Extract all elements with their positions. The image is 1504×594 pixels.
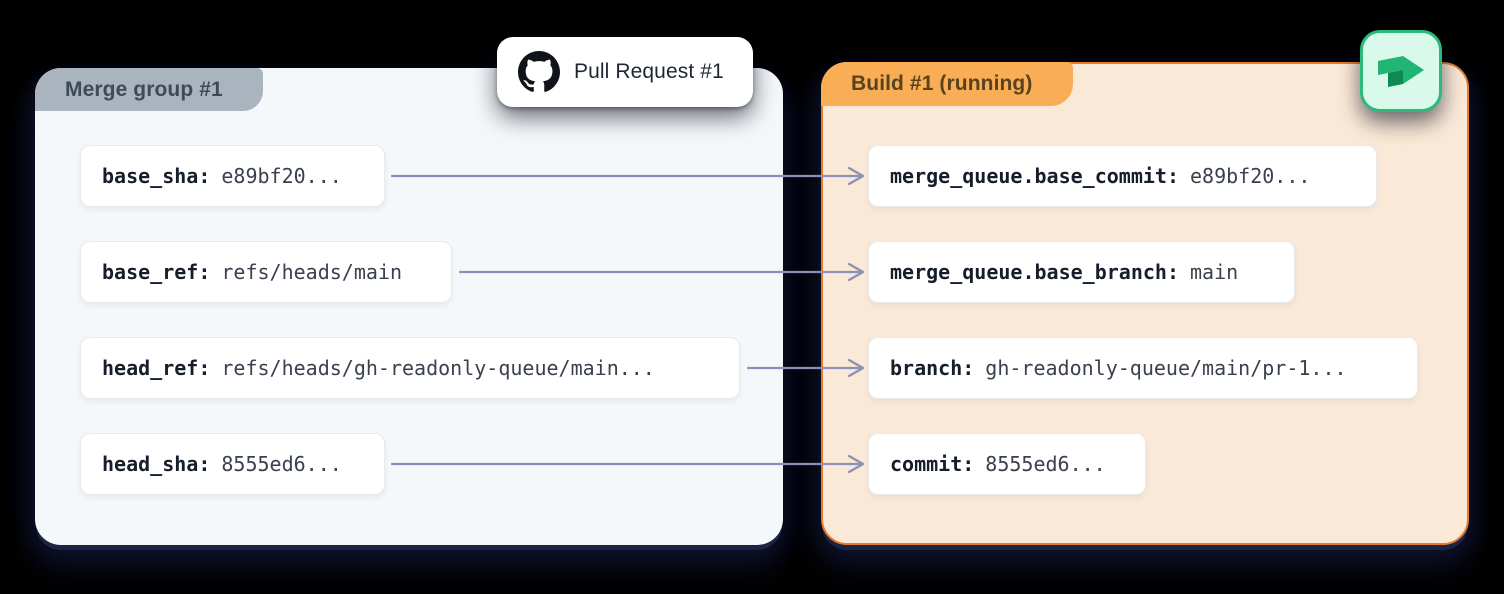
field-label: commit:: [890, 452, 975, 476]
buildkite-tile: [1360, 30, 1442, 112]
field-value: gh-readonly-queue/main/pr-1...: [985, 356, 1347, 380]
field-card-head-ref: head_ref: refs/heads/gh-readonly-queue/m…: [80, 337, 740, 399]
github-icon: [518, 51, 560, 92]
field-label: branch:: [890, 356, 975, 380]
field-value: refs/heads/main: [221, 260, 402, 284]
field-value: e89bf20...: [221, 164, 342, 188]
build-tab: Build #1 (running): [821, 62, 1073, 106]
field-label: base_ref:: [102, 260, 211, 284]
field-label: merge_queue.base_commit:: [890, 164, 1179, 188]
merge-group-title: Merge group #1: [65, 77, 223, 101]
pull-request-label: Pull Request #1: [574, 60, 724, 83]
field-value: 8555ed6...: [985, 452, 1106, 476]
pull-request-card: Pull Request #1: [497, 37, 753, 107]
build-title: Build #1 (running): [851, 72, 1033, 95]
field-card-merge-queue-base-branch: merge_queue.base_branch: main: [868, 241, 1295, 303]
build-panel: Build #1 (running) merge_queue.base_comm…: [821, 62, 1469, 545]
merge-group-panel: Merge group #1 base_sha: e89bf20... base…: [35, 68, 783, 545]
field-label: head_ref:: [102, 356, 211, 380]
field-card-base-sha: base_sha: e89bf20...: [80, 145, 385, 207]
field-card-branch: branch: gh-readonly-queue/main/pr-1...: [868, 337, 1418, 399]
field-card-base-ref: base_ref: refs/heads/main: [80, 241, 452, 303]
field-value: main: [1189, 260, 1239, 284]
field-label: base_sha:: [102, 164, 211, 188]
field-label: merge_queue.base_branch:: [890, 260, 1179, 284]
field-card-merge-queue-base-commit: merge_queue.base_commit: e89bf20...: [868, 145, 1377, 207]
field-value: e89bf20...: [1189, 164, 1311, 188]
field-value: 8555ed6...: [221, 452, 342, 476]
field-value: refs/heads/gh-readonly-queue/main...: [221, 356, 655, 380]
field-card-commit: commit: 8555ed6...: [868, 433, 1146, 495]
field-label: head_sha:: [102, 452, 211, 476]
buildkite-icon: [1378, 56, 1424, 87]
merge-group-tab: Merge group #1: [35, 68, 263, 111]
field-card-head-sha: head_sha: 8555ed6...: [80, 433, 385, 495]
